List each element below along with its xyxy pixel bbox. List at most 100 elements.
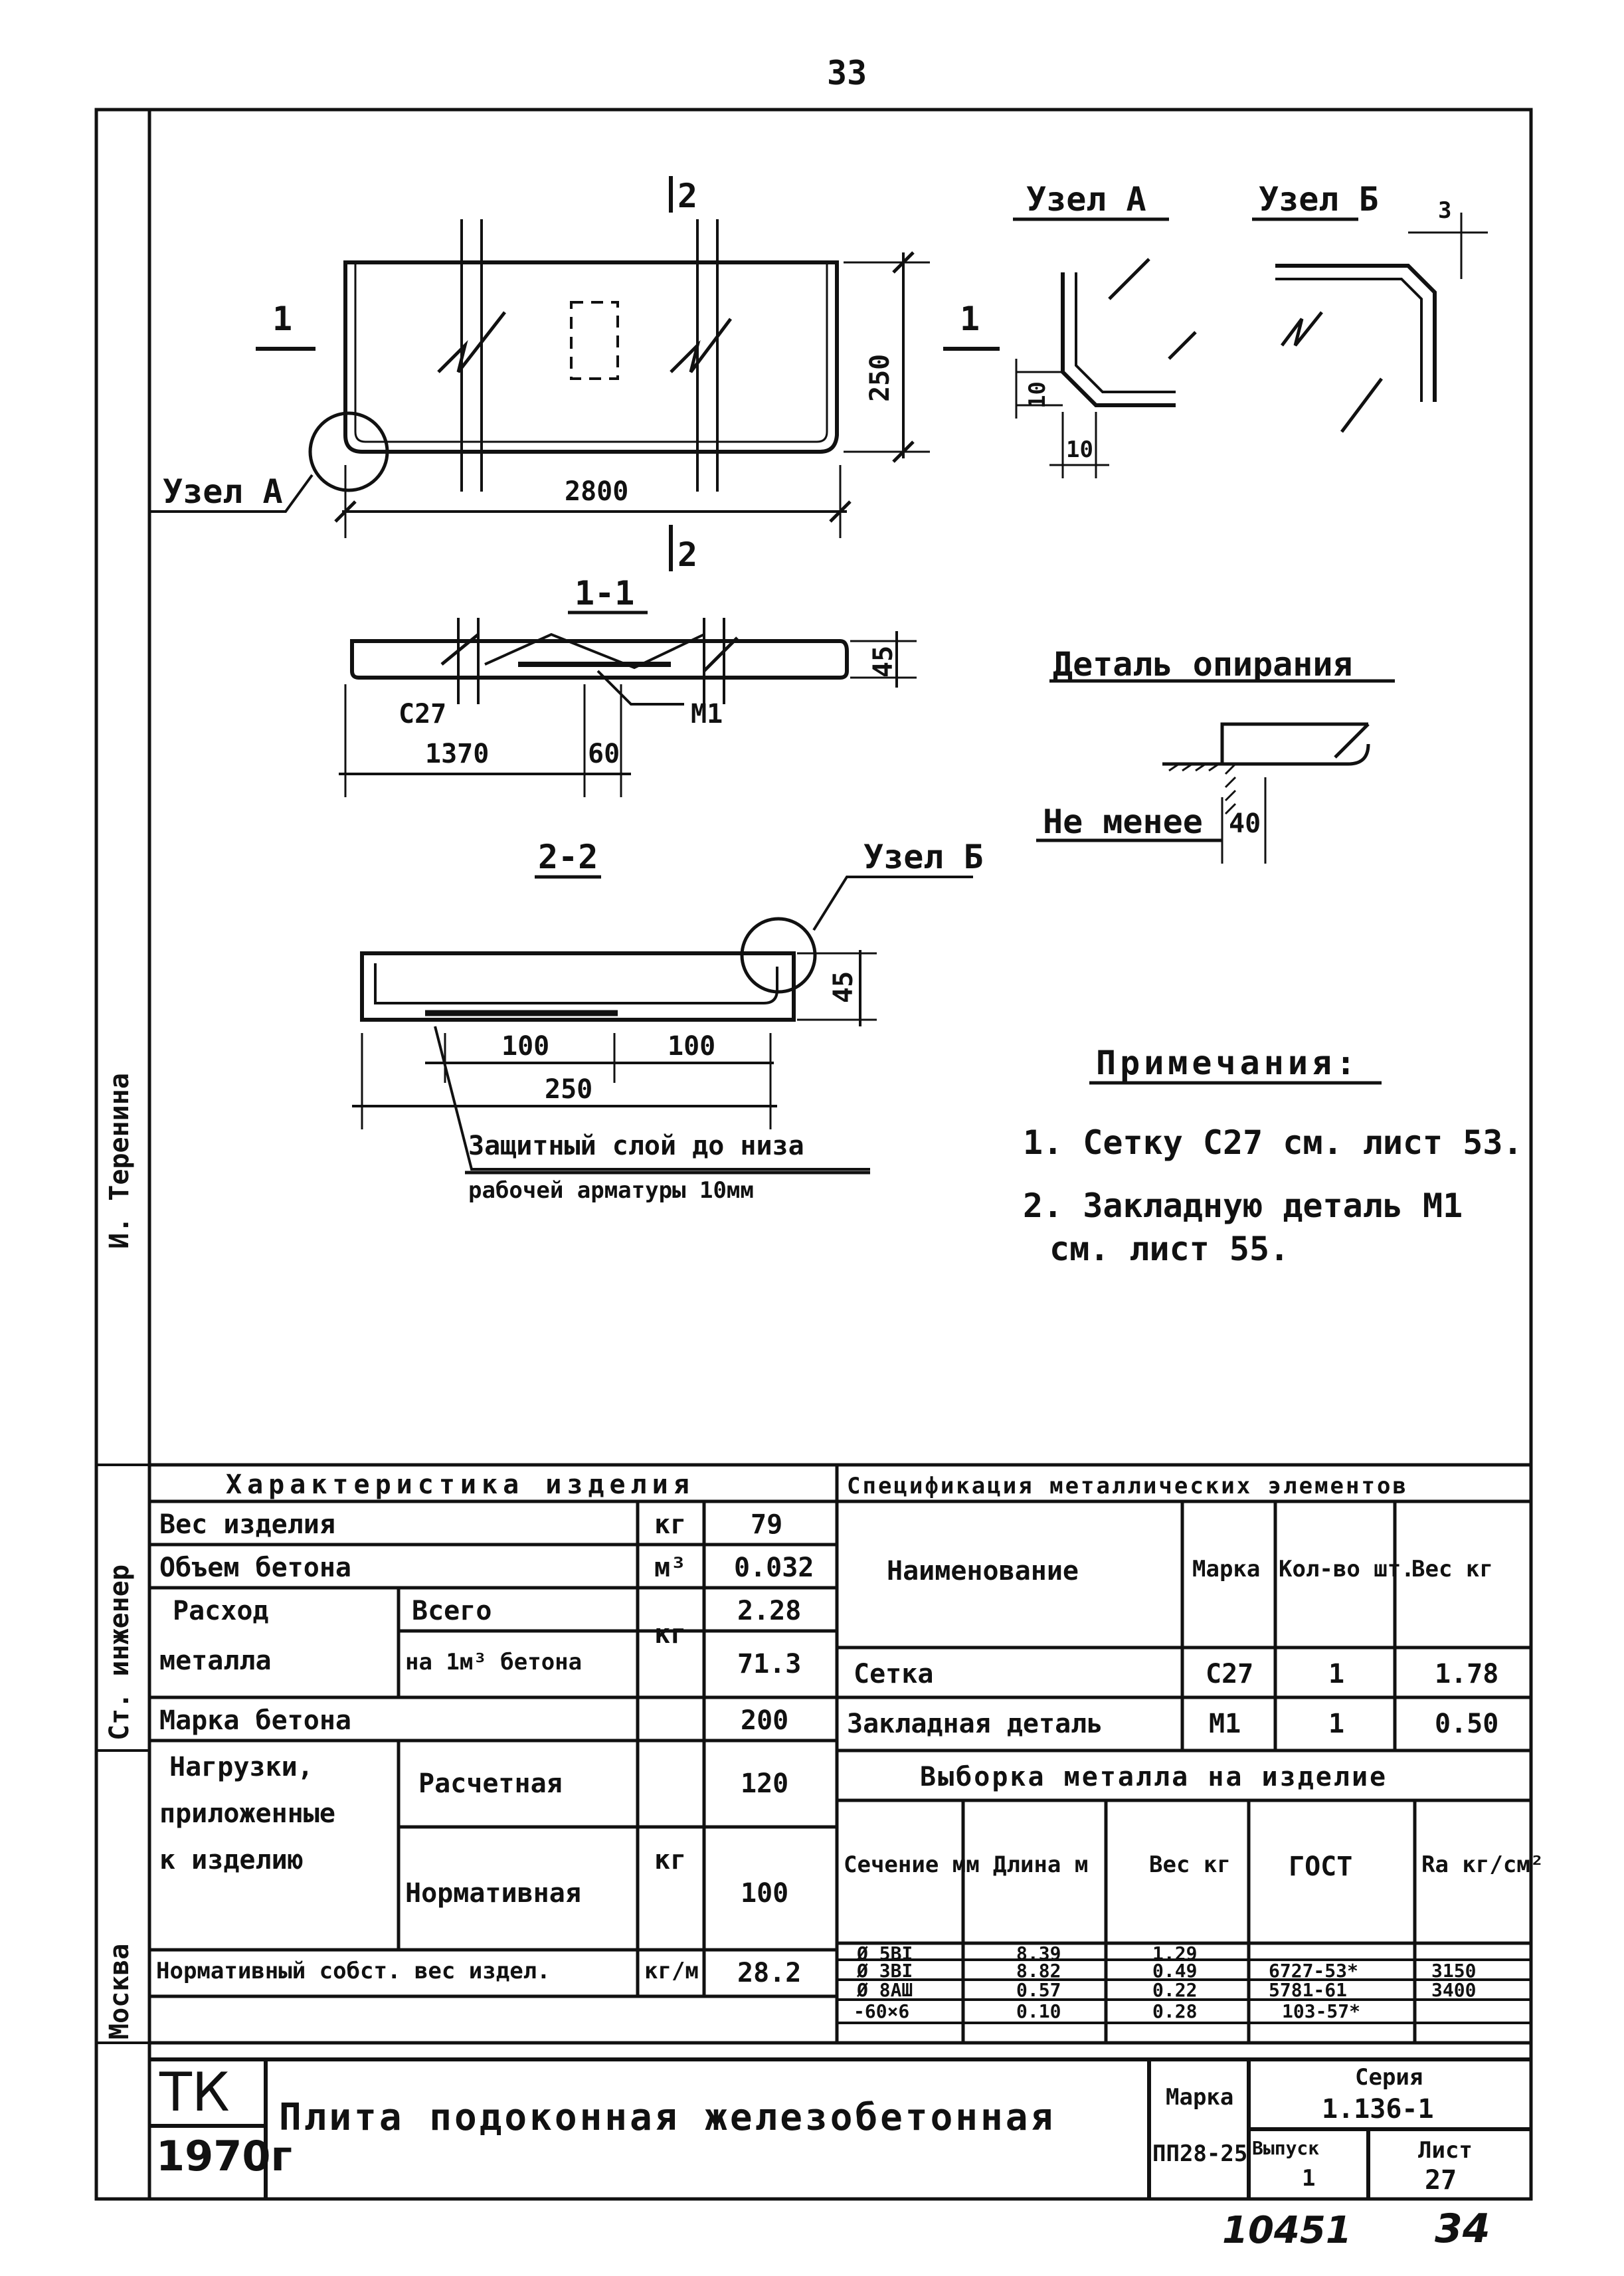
metal-total-value: 2.28 bbox=[737, 1596, 802, 1626]
section-11-title: 1-1 bbox=[575, 574, 635, 613]
note-2-cont: см. лист 55. bbox=[1049, 1230, 1290, 1268]
node-b-callout-circle bbox=[740, 917, 817, 994]
protective-layer-line2: рабочей арматуры 10мм bbox=[468, 1177, 754, 1204]
norm-weight-label: Нормативный собст. вес издел. bbox=[156, 1958, 551, 1984]
ms-r3-weight: 0.22 bbox=[1152, 1979, 1198, 2001]
metal-label-2: металла bbox=[159, 1646, 272, 1676]
notes-title: Примечания: bbox=[1096, 1044, 1360, 1082]
section-11-dim-b: 60 bbox=[588, 739, 620, 769]
ms-header-gost: ГОСТ bbox=[1289, 1851, 1353, 1882]
mark-value: ПП28-25 bbox=[1152, 2140, 1248, 2167]
ms-r1-section: Ø 5ВI bbox=[857, 1943, 913, 1964]
spec-row1-weight: 1.78 bbox=[1435, 1659, 1499, 1689]
ms-header-section: Сечение мм bbox=[844, 1851, 980, 1878]
section-11-mark-c: С27 bbox=[399, 699, 447, 729]
protective-layer-line1: Защитный слой до низа bbox=[468, 1131, 804, 1161]
spec-row2-weight: 0.50 bbox=[1435, 1709, 1499, 1739]
ms-r4-weight: 0.28 bbox=[1152, 2000, 1198, 2022]
spec-header-mark: Марка bbox=[1192, 1556, 1261, 1582]
load-calc-value: 120 bbox=[741, 1768, 789, 1799]
ms-header-ra: Ra кг/см² bbox=[1421, 1851, 1544, 1878]
ms-r2-weight: 0.49 bbox=[1152, 1960, 1198, 1982]
issue-value: 1 bbox=[1302, 2165, 1316, 2192]
spec-row2-qty: 1 bbox=[1328, 1709, 1345, 1739]
weight-unit: кг bbox=[654, 1509, 687, 1540]
weight-value: 79 bbox=[751, 1509, 783, 1540]
section-11-height: 45 bbox=[868, 645, 899, 678]
characteristics-title: Характеристика изделия bbox=[226, 1470, 695, 1500]
side-city: Москва bbox=[104, 1943, 135, 2040]
spec-row2-name: Закладная деталь bbox=[847, 1709, 1103, 1739]
section-mark-2-bottom: 2 bbox=[677, 535, 698, 574]
support-detail-title: Деталь опирания bbox=[1053, 645, 1353, 684]
weight-label: Вес изделия bbox=[159, 1509, 335, 1540]
support-min-value: 40 bbox=[1229, 808, 1261, 839]
specification-title: Спецификация металлических элементов bbox=[847, 1473, 1408, 1499]
ms-header-weight: Вес кг bbox=[1149, 1851, 1231, 1878]
loads-label-1: Нагрузки, bbox=[169, 1752, 314, 1782]
outer-frame bbox=[94, 108, 1533, 2201]
archive-number: 10451 bbox=[1222, 2209, 1352, 2252]
support-min-label: Не менее bbox=[1043, 803, 1203, 841]
page-number-top: 33 bbox=[827, 54, 867, 92]
node-a-leader-label: Узел А bbox=[163, 472, 283, 511]
section-22-title: 2-2 bbox=[538, 838, 598, 876]
concrete-grade-value: 200 bbox=[741, 1705, 789, 1736]
ms-r3-gost: 5781-61 bbox=[1269, 1979, 1348, 2001]
section-mark-1-right: 1 bbox=[960, 300, 980, 338]
norm-weight-unit: кг/м bbox=[644, 1958, 699, 1984]
ms-r1-weight: 1.29 bbox=[1152, 1943, 1198, 1964]
spec-row1-qty: 1 bbox=[1328, 1659, 1345, 1689]
ms-header-length: Длина м bbox=[993, 1851, 1089, 1878]
node-a-dim-h: 10 bbox=[1066, 436, 1093, 463]
node-b-dim: 3 bbox=[1438, 197, 1452, 224]
load-calc-label: Расчетная bbox=[418, 1768, 563, 1799]
volume-value: 0.032 bbox=[734, 1553, 814, 1583]
sheet-value: 27 bbox=[1425, 2165, 1457, 2196]
ms-r2-length: 8.82 bbox=[1016, 1960, 1061, 1982]
ms-r2-ra: 3150 bbox=[1431, 1960, 1477, 1982]
series-label: Серия bbox=[1355, 2064, 1423, 2091]
page-number-bottom: 34 bbox=[1435, 2206, 1490, 2252]
product-name: Плита подоконная железобетонная bbox=[279, 2096, 1056, 2139]
title-block-grid bbox=[149, 2057, 1531, 2199]
volume-unit: м³ bbox=[654, 1553, 687, 1583]
norm-weight-value: 28.2 bbox=[737, 1958, 802, 1988]
section-22-height: 45 bbox=[828, 971, 859, 1003]
ms-r3-ra: 3400 bbox=[1431, 1979, 1477, 2001]
note-1: 1. Сетку С27 см. лист 53. bbox=[1023, 1123, 1523, 1162]
specification-grid bbox=[837, 1499, 1531, 1802]
ms-r2-section: Ø 3ВI bbox=[857, 1960, 913, 1982]
metal-total-label: Всего bbox=[412, 1596, 492, 1626]
node-a-callout-circle bbox=[308, 411, 389, 492]
spec-header-name: Наименование bbox=[887, 1556, 1079, 1586]
metal-label-1: Расход bbox=[173, 1596, 269, 1626]
sheet-label: Лист bbox=[1418, 2137, 1473, 2164]
ms-r2-gost: 6727-53* bbox=[1269, 1960, 1358, 1982]
loads-label-2: приложенные bbox=[159, 1798, 335, 1829]
spec-row1-name: Сетка bbox=[854, 1659, 934, 1689]
metal-per-value: 71.3 bbox=[737, 1649, 802, 1679]
plan-dim-length: 2800 bbox=[565, 476, 629, 507]
load-unit: кг bbox=[654, 1845, 687, 1875]
section-22-dim-a: 100 bbox=[501, 1031, 550, 1062]
ms-r3-length: 0.57 bbox=[1016, 1979, 1061, 2001]
loads-label-3: к изделию bbox=[159, 1845, 304, 1875]
series-value: 1.136-1 bbox=[1322, 2094, 1434, 2125]
spec-row2-mark: М1 bbox=[1209, 1709, 1241, 1739]
title-block-year: 1970г bbox=[156, 2132, 292, 2180]
node-b-leader-label: Узел Б bbox=[863, 838, 984, 876]
side-name: И. Теренина bbox=[104, 1073, 135, 1249]
metal-selection-title: Выборка металла на изделие bbox=[920, 1762, 1388, 1792]
section-22-dim-total: 250 bbox=[545, 1074, 593, 1105]
node-a-title: Узел А bbox=[1026, 180, 1146, 219]
spec-header-weight: Вес кг bbox=[1411, 1556, 1493, 1582]
section-22-dim-b: 100 bbox=[668, 1031, 716, 1062]
load-norm-value: 100 bbox=[741, 1878, 789, 1909]
note-2: 2. Закладную деталь М1 bbox=[1023, 1186, 1463, 1225]
section-mark-1-left: 1 bbox=[272, 300, 293, 338]
ms-r4-section: -60×6 bbox=[854, 2000, 910, 2022]
load-norm-label: Нормативная bbox=[405, 1878, 581, 1909]
